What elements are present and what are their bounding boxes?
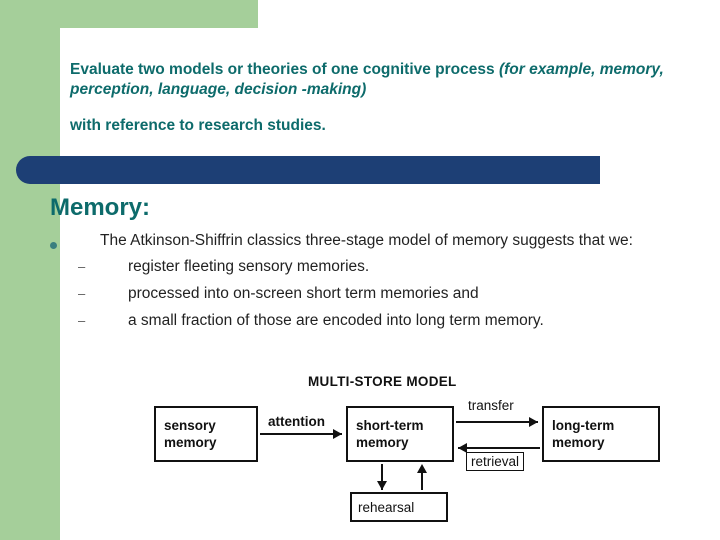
box-short-term-memory: short-term memory <box>346 406 454 462</box>
box-long-term-memory: long-term memory <box>542 406 660 462</box>
title-normal-text: Evaluate two models or theories of one c… <box>70 61 499 78</box>
box-sensory-line1: sensory <box>164 418 216 433</box>
box-rehearsal: rehearsal <box>350 492 448 522</box>
bullet-list: The Atkinson-Shiffrin classics three-sta… <box>50 230 690 334</box>
diagram-arrows <box>260 417 540 490</box>
bullet-dot-icon <box>50 242 57 249</box>
list-item: – register fleeting sensory memories. <box>78 253 690 280</box>
dash-icon: – <box>78 259 86 274</box>
label-retrieval: retrieval <box>466 452 525 471</box>
box-rehearsal-label: rehearsal <box>358 499 415 515</box>
title-italic-text: (for example, memory, perception, langua… <box>70 61 664 98</box>
box-sensory-line2: memory <box>164 435 217 450</box>
title-line-1: Evaluate two models or theories of one c… <box>70 60 690 100</box>
dash-icon: – <box>78 286 86 301</box>
page-title: Memory: <box>50 194 151 221</box>
box-sensory-memory: sensory memory <box>154 406 258 462</box>
blue-divider-bar-square-end <box>40 156 600 184</box>
list-item-label: a small fraction of those are encoded in… <box>128 312 544 329</box>
slide-title: Evaluate two models or theories of one c… <box>70 60 690 136</box>
list-item: – a small fraction of those are encoded … <box>78 307 690 334</box>
list-item-label: processed into on-screen short term memo… <box>128 285 479 302</box>
sub-bullet-list: – register fleeting sensory memories. – … <box>78 253 690 334</box>
list-item-label: register fleeting sensory memories. <box>128 258 370 275</box>
multi-store-model-diagram: MULTI-STORE MODEL sensory memory short-t… <box>150 372 690 532</box>
box-ltm-line1: long-term <box>552 418 615 433</box>
list-item: – processed into on-screen short term me… <box>78 280 690 307</box>
box-stm-line1: short-term <box>356 418 424 433</box>
label-attention: attention <box>268 414 325 429</box>
box-stm-line2: memory <box>356 435 409 450</box>
box-ltm-line2: memory <box>552 435 605 450</box>
diagram-title: MULTI-STORE MODEL <box>308 374 457 389</box>
dash-icon: – <box>78 313 86 328</box>
bullet-main-text: The Atkinson-Shiffrin classics three-sta… <box>100 232 633 249</box>
title-line-2: with reference to research studies. <box>70 117 326 134</box>
label-transfer: transfer <box>468 398 514 413</box>
